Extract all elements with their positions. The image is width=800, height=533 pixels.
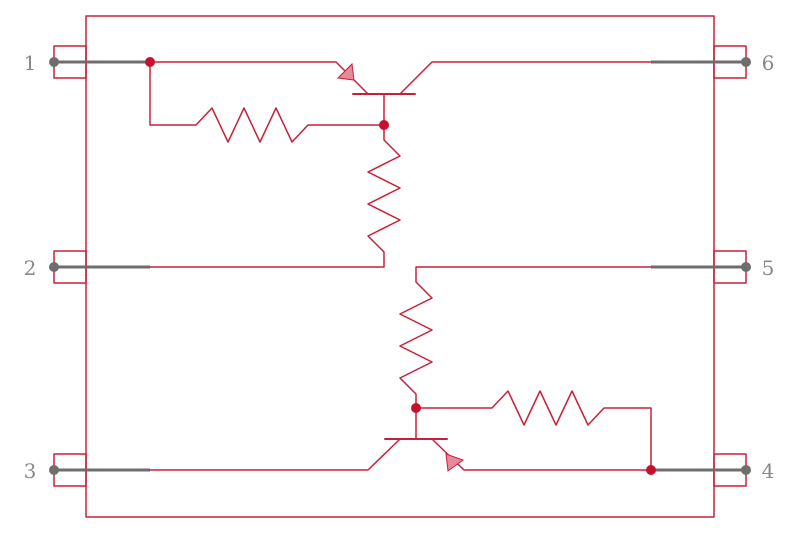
q2-collector-wire	[149, 438, 401, 471]
transistor-q2	[149, 407, 652, 472]
pin-2-terminal	[49, 262, 59, 272]
junction-dot-pin4-node	[646, 465, 656, 475]
pin-4: 4	[651, 453, 775, 487]
pin-6-label: 6	[762, 51, 775, 75]
resistor-r2	[149, 124, 401, 268]
q2-emitter-wire	[431, 438, 652, 471]
pin-5: 5	[651, 250, 775, 284]
pin-1-terminal	[49, 57, 59, 67]
junction-dot-q2-base	[411, 403, 421, 413]
pin-3-label: 3	[24, 459, 37, 483]
q1-emitter-arrow	[336, 62, 355, 81]
q1-collector-wire	[399, 61, 652, 95]
pin-3-terminal	[49, 465, 59, 475]
transistor-q1	[149, 61, 652, 126]
junction-dot-q1-base	[379, 120, 389, 130]
pin-3: 3	[24, 453, 150, 487]
pin-5-label: 5	[762, 256, 775, 280]
junction-dot-pin1-node	[145, 57, 155, 67]
pin-6: 6	[651, 45, 775, 79]
pin-2: 2	[24, 250, 150, 284]
resistor-r4	[415, 390, 652, 471]
pin-1: 1	[24, 45, 150, 79]
pin-5-terminal	[741, 262, 751, 272]
pin-2-label: 2	[24, 256, 37, 280]
q1-emitter-wire	[149, 61, 369, 95]
resistor-r3	[399, 266, 652, 409]
q2-emitter-arrow	[445, 453, 465, 472]
pin-4-label: 4	[762, 459, 775, 483]
pin-4-terminal	[741, 465, 751, 475]
pin-1-label: 1	[24, 51, 37, 75]
resistor-r1	[149, 61, 385, 143]
pin-6-terminal	[741, 57, 751, 67]
